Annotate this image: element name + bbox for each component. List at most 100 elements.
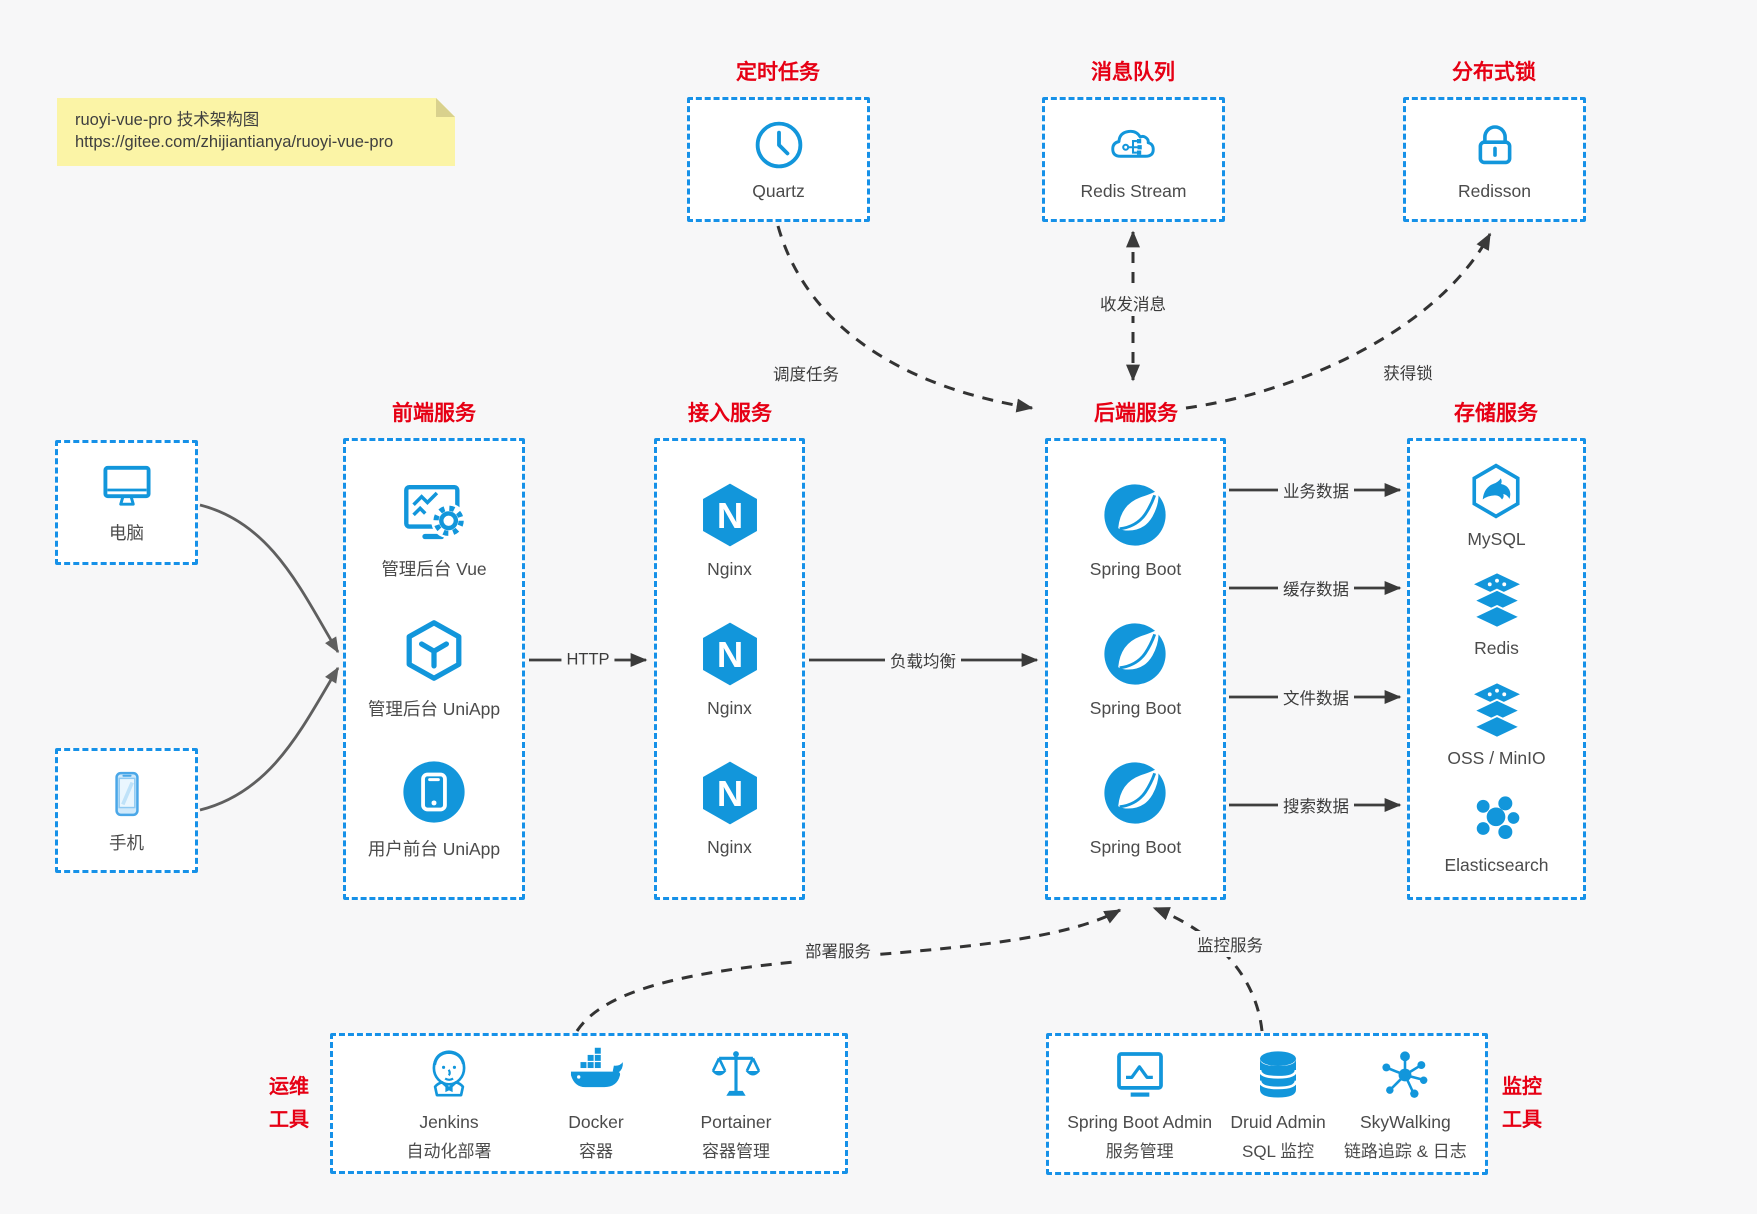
node-label: 手机 xyxy=(109,832,144,853)
node-nginx-2: N Nginx xyxy=(695,619,765,719)
clock-icon xyxy=(755,121,802,168)
group-title-gateway: 接入服务 xyxy=(688,402,772,425)
svg-text:N: N xyxy=(716,634,742,675)
note-title: ruoyi-vue-pro 技术架构图 xyxy=(75,111,260,129)
skywalking-icon xyxy=(1382,1050,1428,1098)
node-portainer: Portainer 容器管理 xyxy=(700,1045,771,1162)
group-box-frontend: 管理后台 Vue 管理后台 UniApp 用户前台 UniApp xyxy=(343,438,525,900)
node-label: Spring Boot xyxy=(1089,698,1182,718)
node-label: Nginx xyxy=(707,837,752,857)
node-quartz: Quartz xyxy=(752,118,806,202)
node-user-uniapp: 用户前台 UniApp xyxy=(368,757,500,861)
node-redisson: Redisson xyxy=(1458,118,1531,202)
group-box-scheduler: Quartz xyxy=(687,97,870,222)
group-box-mq: Redis Stream xyxy=(1042,97,1225,222)
node-label: Nginx xyxy=(707,698,752,718)
node-nginx-3: N Nginx xyxy=(695,758,765,858)
group-title-lock: 分布式锁 xyxy=(1452,61,1536,84)
node-admin-vue: 管理后台 Vue xyxy=(381,477,487,581)
node-spring-boot-3: Spring Boot xyxy=(1090,758,1181,858)
edge-label-deploy: 部署服务 xyxy=(800,937,876,963)
node-skywalking: SkyWalking 链路追踪 & 日志 xyxy=(1344,1047,1467,1162)
smartphone-icon xyxy=(114,771,139,816)
node-label: Redisson xyxy=(1458,180,1531,201)
edge-label-cache-data: 缓存数据 xyxy=(1278,575,1354,601)
node-redis: Redis xyxy=(1468,571,1526,659)
node-label: Spring Boot xyxy=(1089,559,1182,579)
note-link: https://gitee.com/zhijiantianya/ruoyi-vu… xyxy=(75,133,394,151)
arrow-acquire-lock xyxy=(1185,232,1492,410)
node-elasticsearch: Elasticsearch xyxy=(1444,790,1549,876)
node-label: Spring Boot Admin xyxy=(1067,1111,1213,1132)
portainer-icon xyxy=(711,1051,761,1096)
node-label: Quartz xyxy=(752,180,805,201)
edge-label-http: HTTP xyxy=(561,649,615,671)
node-docker: Docker 容器 xyxy=(565,1045,627,1162)
node-spring-boot-2: Spring Boot xyxy=(1090,619,1181,719)
group-title-scheduler: 定时任务 xyxy=(736,61,820,84)
ops-side-title-line2: 工具 xyxy=(269,1109,309,1131)
svg-text:N: N xyxy=(716,495,742,536)
ops-side-title: 运维 工具 xyxy=(269,1071,309,1137)
node-jenkins: Jenkins 自动化部署 xyxy=(406,1045,491,1162)
desktop-icon xyxy=(102,465,151,506)
svg-text:N: N xyxy=(716,773,742,814)
node-druid: Druid Admin SQL 监控 xyxy=(1230,1047,1326,1162)
node-label: Druid Admin xyxy=(1230,1111,1326,1132)
node-label: Redis xyxy=(1474,638,1519,659)
group-box-lock: Redisson xyxy=(1403,97,1586,222)
node-sublabel: SQL 监控 xyxy=(1242,1141,1315,1161)
node-spring-boot-admin: Spring Boot Admin 服务管理 xyxy=(1067,1047,1212,1162)
admin-monitor-gear-icon xyxy=(404,485,467,540)
group-title-mq: 消息队列 xyxy=(1091,61,1175,84)
uniapp-cube-icon xyxy=(406,620,462,681)
edge-label-load-balance: 负载均衡 xyxy=(885,647,961,673)
node-sublabel: 容器管理 xyxy=(701,1142,770,1161)
node-label: Elasticsearch xyxy=(1444,854,1549,875)
node-admin-uniapp: 管理后台 UniApp xyxy=(368,617,500,721)
node-redis-stream: Redis Stream xyxy=(1080,118,1187,202)
docker-icon xyxy=(570,1047,623,1088)
oss-stack-icon xyxy=(1471,682,1522,739)
node-label: Spring Boot xyxy=(1089,837,1182,857)
edge-label-file-data: 文件数据 xyxy=(1278,684,1354,710)
node-spring-boot-1: Spring Boot xyxy=(1090,480,1181,580)
arrow-pc-to-frontend xyxy=(199,503,340,654)
monitoring-side-title-line1: 监控 xyxy=(1502,1076,1542,1098)
spring-boot-icon xyxy=(1104,623,1167,685)
node-label: Jenkins xyxy=(419,1112,479,1132)
node-sublabel: 容器 xyxy=(578,1142,613,1161)
spring-boot-admin-icon xyxy=(1116,1051,1163,1097)
node-mysql: MySQL xyxy=(1467,462,1526,550)
node-nginx-1: N Nginx xyxy=(695,480,765,580)
spring-boot-icon xyxy=(1104,762,1167,824)
group-box-monitoring: Spring Boot Admin 服务管理 Druid Admin SQL 监… xyxy=(1046,1033,1488,1175)
edge-label-search-data: 搜索数据 xyxy=(1278,792,1354,818)
arrow-deploy xyxy=(575,908,1122,1032)
node-label: MySQL xyxy=(1467,529,1526,550)
node-label: 用户前台 UniApp xyxy=(367,839,501,859)
node-label: SkyWalking xyxy=(1359,1111,1451,1132)
edge-label-acquire-lock: 获得锁 xyxy=(1378,359,1438,385)
edge-label-business-data: 业务数据 xyxy=(1278,477,1354,503)
edge-label-monitor: 监控服务 xyxy=(1192,931,1268,957)
node-label: Nginx xyxy=(707,559,752,579)
node-label: Redis Stream xyxy=(1080,180,1187,201)
node-label: 电脑 xyxy=(109,522,144,543)
lock-icon xyxy=(1478,124,1511,164)
user-app-icon xyxy=(403,761,465,823)
ops-side-title-line1: 运维 xyxy=(269,1076,309,1098)
nginx-icon: N xyxy=(702,483,757,547)
group-title-storage: 存储服务 xyxy=(1454,402,1538,425)
node-label: 管理后台 UniApp xyxy=(367,699,501,719)
note-fold-corner xyxy=(436,98,455,117)
group-box-phone: 手机 xyxy=(55,748,198,873)
node-label: Portainer xyxy=(700,1112,772,1132)
group-box-ops: Jenkins 自动化部署 Docker 容器 xyxy=(330,1033,848,1174)
group-box-gateway: N Nginx N Nginx N Nginx xyxy=(654,438,805,900)
group-title-backend: 后端服务 xyxy=(1094,402,1178,425)
druid-icon xyxy=(1258,1050,1298,1097)
sticky-note: ruoyi-vue-pro 技术架构图 https://gitee.com/zh… xyxy=(57,98,455,166)
mysql-icon xyxy=(1472,463,1521,519)
cloud-stream-icon xyxy=(1111,129,1156,158)
